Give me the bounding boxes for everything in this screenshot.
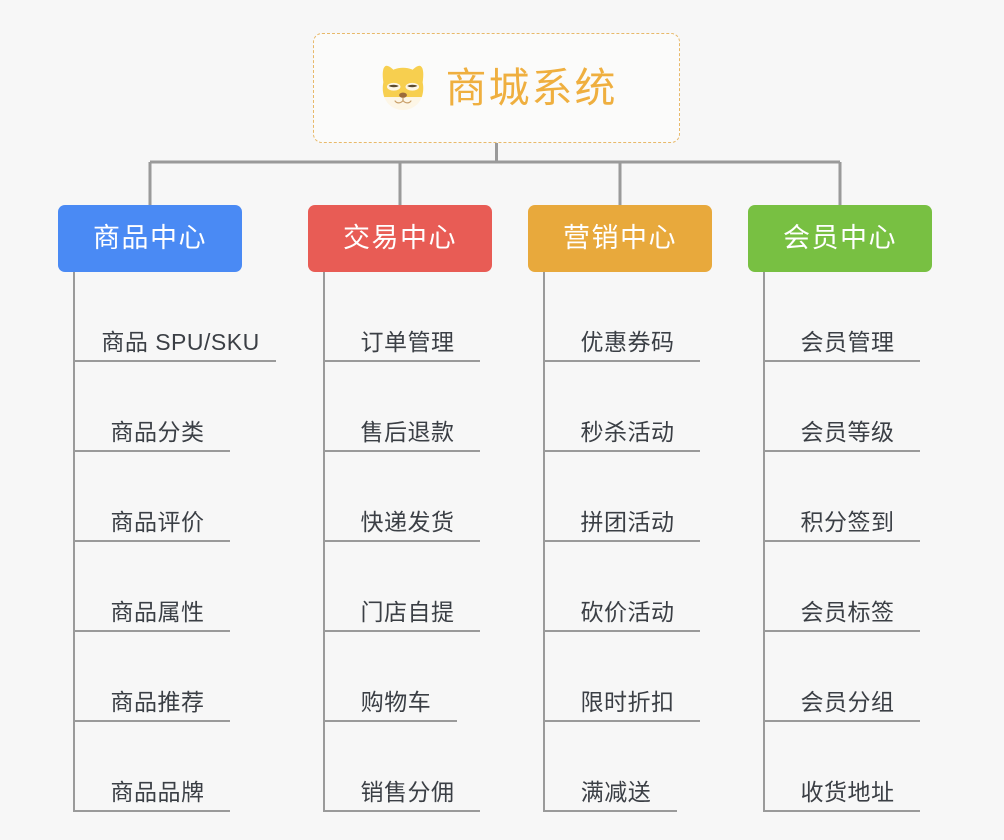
leaf-item[interactable]: 商品属性 xyxy=(73,542,230,632)
leaf-item[interactable]: 订单管理 xyxy=(323,272,480,362)
leaf-item-label: 商品推荐 xyxy=(110,689,205,715)
category-box-1[interactable]: 商品中心 xyxy=(58,205,242,272)
category-label: 会员中心 xyxy=(783,223,897,253)
leaf-item-label: 商品属性 xyxy=(110,599,205,625)
leaf-column-4: 会员管理会员等级积分签到会员标签会员分组收货地址 xyxy=(763,272,920,812)
leaf-item[interactable]: 商品品牌 xyxy=(73,722,230,812)
root-node-label: 商城系统 xyxy=(445,64,618,111)
leaf-column-2: 订单管理售后退款快递发货门店自提购物车销售分佣 xyxy=(323,272,480,812)
category-label: 营销中心 xyxy=(563,223,677,253)
shiba-dog-face-icon xyxy=(382,65,423,110)
leaf-column-3: 优惠券码秒杀活动拼团活动砍价活动限时折扣满减送 xyxy=(543,272,700,812)
leaf-item[interactable]: 收货地址 xyxy=(763,722,920,812)
leaf-item-label: 商品分类 xyxy=(110,419,205,445)
leaf-item[interactable]: 销售分佣 xyxy=(323,722,480,812)
leaf-column-1: 商品 SPU/SKU 商品分类商品评价商品属性商品推荐商品品牌 xyxy=(73,272,276,812)
leaf-item[interactable]: 会员分组 xyxy=(763,632,920,722)
leaf-item-label: 收货地址 xyxy=(800,779,895,805)
leaf-item[interactable]: 会员管理 xyxy=(763,272,920,362)
leaf-item-label: 拼团活动 xyxy=(580,509,675,535)
leaf-item-label: 商品 SPU/SKU xyxy=(101,329,260,355)
leaf-item[interactable]: 秒杀活动 xyxy=(543,362,700,452)
leaf-item[interactable]: 优惠券码 xyxy=(543,272,700,362)
leaf-item[interactable]: 会员等级 xyxy=(763,362,920,452)
leaf-item[interactable]: 会员标签 xyxy=(763,542,920,632)
leaf-item-label: 门店自提 xyxy=(360,599,455,625)
category-box-2[interactable]: 交易中心 xyxy=(308,205,492,272)
leaf-item-label: 会员标签 xyxy=(800,599,895,625)
category-label: 商品中心 xyxy=(93,223,207,253)
leaf-item[interactable]: 商品分类 xyxy=(73,362,230,452)
leaf-item-label: 商品品牌 xyxy=(110,779,205,805)
leaf-item-label: 满减送 xyxy=(580,779,652,805)
leaf-item-label: 购物车 xyxy=(360,689,432,715)
leaf-item[interactable]: 满减送 xyxy=(543,722,677,812)
leaf-item-label: 售后退款 xyxy=(360,419,455,445)
leaf-item[interactable]: 砍价活动 xyxy=(543,542,700,632)
leaf-item[interactable]: 商品评价 xyxy=(73,452,230,542)
leaf-item-label: 优惠券码 xyxy=(580,329,675,355)
leaf-item[interactable]: 拼团活动 xyxy=(543,452,700,542)
leaf-item-label: 销售分佣 xyxy=(360,779,455,805)
leaf-item-label: 积分签到 xyxy=(800,509,895,535)
leaf-item-label: 快递发货 xyxy=(360,509,455,535)
leaf-item[interactable]: 积分签到 xyxy=(763,452,920,542)
category-box-4[interactable]: 会员中心 xyxy=(748,205,932,272)
leaf-item-label: 砍价活动 xyxy=(580,599,675,625)
leaf-item-label: 订单管理 xyxy=(360,329,455,355)
leaf-item[interactable]: 商品推荐 xyxy=(73,632,230,722)
leaf-item-label: 会员管理 xyxy=(800,329,895,355)
category-label: 交易中心 xyxy=(343,223,457,253)
leaf-item[interactable]: 商品 SPU/SKU xyxy=(73,272,276,362)
leaf-item[interactable]: 限时折扣 xyxy=(543,632,700,722)
leaf-item[interactable]: 购物车 xyxy=(323,632,457,722)
leaf-item[interactable]: 快递发货 xyxy=(323,452,480,542)
leaf-item[interactable]: 门店自提 xyxy=(323,542,480,632)
leaf-item-label: 会员分组 xyxy=(800,689,895,715)
root-node-mall-system[interactable]: 商城系统 xyxy=(313,33,680,143)
leaf-item-label: 限时折扣 xyxy=(580,689,675,715)
leaf-item-label: 商品评价 xyxy=(110,509,205,535)
category-box-3[interactable]: 营销中心 xyxy=(528,205,712,272)
leaf-item-label: 秒杀活动 xyxy=(580,419,675,445)
leaf-item-label: 会员等级 xyxy=(800,419,895,445)
leaf-item[interactable]: 售后退款 xyxy=(323,362,480,452)
